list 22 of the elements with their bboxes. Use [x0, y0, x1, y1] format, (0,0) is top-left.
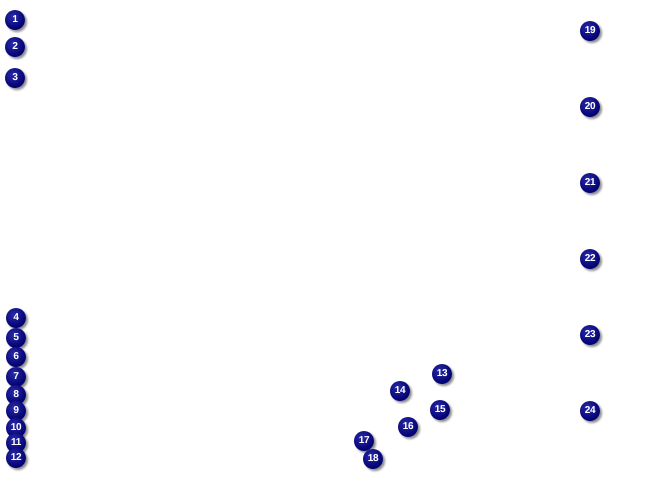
callout-number: 1	[5, 10, 25, 30]
callout-number: 24	[580, 401, 600, 421]
callout-number: 19	[580, 21, 600, 41]
callout-number: 14	[390, 381, 410, 401]
callout-number: 7	[6, 367, 26, 387]
callout-number: 21	[580, 173, 600, 193]
callout-number: 12	[6, 448, 26, 468]
callout-number: 3	[5, 68, 25, 88]
callout-number: 6	[6, 347, 26, 367]
callout-number: 20	[580, 97, 600, 117]
callout-number: 8	[6, 385, 26, 405]
callout-number: 5	[6, 328, 26, 348]
callout-number: 13	[432, 364, 452, 384]
callout-number: 9	[6, 401, 26, 421]
callout-number: 16	[398, 417, 418, 437]
callout-number: 15	[430, 400, 450, 420]
callout-number: 17	[354, 431, 374, 451]
callout-number: 23	[580, 325, 600, 345]
callout-number: 22	[580, 249, 600, 269]
callout-number: 4	[6, 308, 26, 328]
callout-number: 18	[363, 449, 383, 469]
callout-number: 2	[5, 37, 25, 57]
